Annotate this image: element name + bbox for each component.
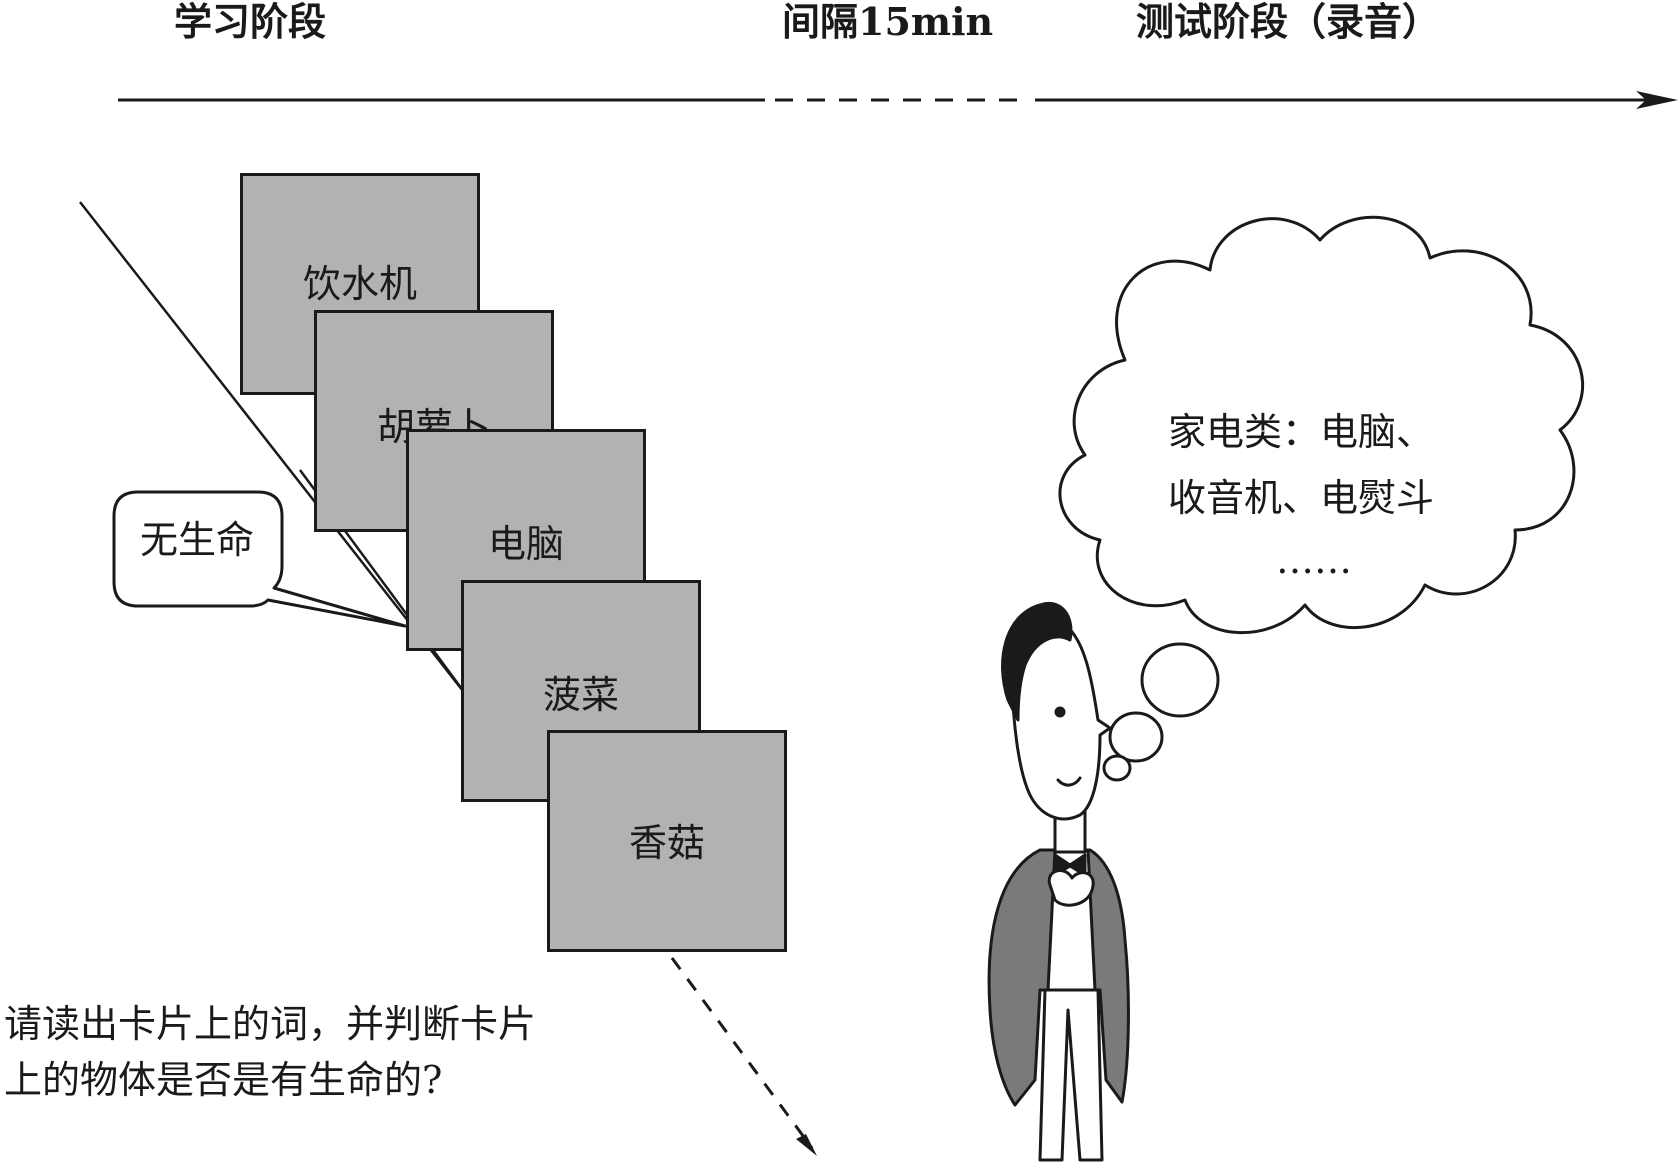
- instruction-text: 请读出卡片上的词，并判断卡片 上的物体是否是有生命的?: [4, 996, 536, 1108]
- person-figure: [987, 602, 1130, 1162]
- instruction-line-2: 上的物体是否是有生命的?: [4, 1058, 443, 1102]
- person-legs: [1038, 988, 1104, 1162]
- exit-arrowhead: [796, 1134, 817, 1156]
- study-phase-label: 学习阶段: [174, 0, 327, 44]
- speech-bubble-text: 无生命: [139, 518, 254, 562]
- person-mouth: [1056, 776, 1082, 787]
- perspective-line-upper: [79, 201, 471, 701]
- card-word: 电脑: [487, 522, 564, 566]
- card-word: 饮水机: [302, 262, 417, 306]
- thought-bubble-medium: [1108, 711, 1164, 763]
- person-hair: [1001, 602, 1073, 722]
- thought-line-3: ……: [1276, 538, 1352, 582]
- thought-bubble-small: [1102, 754, 1132, 782]
- interval-label: 间隔15min: [782, 0, 994, 44]
- thought-cloud: [1058, 215, 1584, 635]
- card-word: 菠菜: [542, 673, 619, 717]
- thought-line-1: 家电类：电脑、: [1168, 410, 1435, 454]
- speech-bubble-shape: [112, 490, 407, 628]
- test-phase-label: 测试阶段（录音）: [1136, 0, 1441, 44]
- card-word: 香菇: [628, 821, 705, 865]
- instruction-line-1: 请读出卡片上的词，并判断卡片: [4, 1002, 537, 1046]
- exit-arrow-dashed: [670, 957, 814, 1149]
- person-eye: [1054, 706, 1066, 718]
- timeline-arrowhead: [1636, 91, 1678, 109]
- thought-line-2: 收音机、电熨斗: [1168, 476, 1435, 520]
- word-card: 香菇: [547, 730, 787, 952]
- thought-bubble-large: [1140, 642, 1220, 718]
- person-hands: [1047, 869, 1095, 907]
